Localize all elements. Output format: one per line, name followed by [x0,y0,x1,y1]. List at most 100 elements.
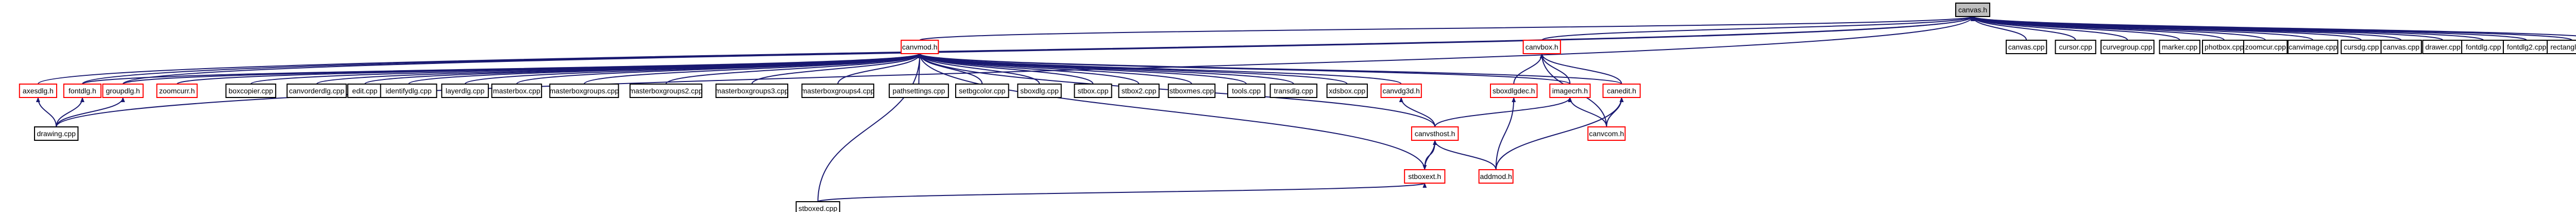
node-canvas-h[interactable]: canvas.h [1955,3,1991,17]
node-box [888,84,949,98]
node-masterboxgroups4-cpp[interactable]: masterboxgroups4.cpp [801,84,875,98]
node-canvcom-h[interactable]: canvcom.h [1587,126,1626,141]
node-masterboxgroups2-cpp[interactable]: masterboxgroups2.cpp [629,84,703,98]
node-label: imagecrh.h [1552,87,1588,95]
node-canvas2-cpp[interactable]: canvas.cpp [2380,40,2422,54]
edge-canvmod_h-canedit_h [918,53,1622,85]
node-fontdlg-cpp[interactable]: fontdlg.cpp [2461,40,2506,54]
edge-canedit_h-canvcom_h [1606,97,1624,127]
node-edit-cpp[interactable]: edit.cpp [347,84,383,98]
node-drawing-cpp[interactable]: drawing.cpp [34,126,79,141]
node-canvbox2-h[interactable]: canvbox.h [1522,40,1561,54]
node-sboxdlg-cpp[interactable]: sboxdlg.cpp [1017,84,1062,98]
edge-canvmod_h-masterboxgroups4_cpp [837,53,922,85]
node-box [102,84,144,98]
node-box [1587,126,1626,141]
node-canvmod-h[interactable]: canvmod.h [901,40,939,54]
node-canvas-cpp[interactable]: canvas.cpp [2006,40,2047,54]
node-box [1380,84,1422,98]
node-transdlg-cpp[interactable]: transdlg.cpp [1269,84,1318,98]
node-label: photbox.cpp [2205,43,2244,51]
node-curvegroup-cpp[interactable]: curvegroup.cpp [2100,40,2155,54]
node-label: zoomcurr.h [159,87,195,95]
node-label: fontdlg.cpp [2466,43,2501,51]
node-box [2287,40,2338,54]
node-label: cursdg.cpp [2344,43,2379,51]
node-box [629,84,703,98]
edges-layer [36,16,2576,202]
node-rectangle-cpp[interactable]: rectangle.cpp [2547,40,2576,54]
node-pathsettings-cpp[interactable]: pathsettings.cpp [888,84,949,98]
node-zoomcurr-h[interactable]: zoomcurr.h [156,84,198,98]
node-label: canedit.h [1607,87,1636,95]
node-stboxed-cpp[interactable]: stboxed.cpp [795,201,840,212]
node-label: canvorderdlg.cpp [289,87,345,95]
node-box [1955,3,1991,17]
node-photbox-cpp[interactable]: photbox.cpp [2202,40,2247,54]
node-marker-cpp[interactable]: marker.cpp [2159,40,2200,54]
node-canvimage-cpp[interactable]: canvimage.cpp [2287,40,2338,54]
node-imagecrh-h[interactable]: imagecrh.h [1549,84,1591,98]
edge-imagecrh_h-canvcom_h [1568,97,1607,127]
node-setbgcolor-cpp[interactable]: setbgcolor.cpp [955,84,1009,98]
node-canedit-h[interactable]: canedit.h [1602,84,1641,98]
node-box [1017,84,1062,98]
node-addmod-h[interactable]: addmod.h [1478,169,1514,184]
node-label: edit.cpp [352,87,378,95]
node-masterbox-cpp[interactable]: masterbox.cpp [491,84,543,98]
edge-canvdg3d_h-canvsthost_h [1399,97,1436,127]
node-label: stbox.cpp [1078,87,1109,95]
node-stbox2-cpp[interactable]: stbox2.cpp [1118,84,1160,98]
node-box [1490,84,1538,98]
node-axesdlg-h[interactable]: axesdlg.h [19,84,57,98]
node-label: masterboxgroups.cpp [550,87,619,95]
edge-canvas_h-canvbox_h [1541,16,1975,41]
edge-imagecrh_h-canvsthost_h [1434,97,1572,127]
node-sboxdlgdec-h[interactable]: sboxdlgdec.h [1490,84,1538,98]
node-canvdg3d-h[interactable]: canvdg3d.h [1380,84,1422,98]
node-box [2461,40,2506,54]
node-identifydlg-cpp[interactable]: identifydlg.cpp [380,84,437,98]
node-masterboxgroups3-cpp[interactable]: masterboxgroups3.cpp [715,84,789,98]
node-cursdg-cpp[interactable]: cursdg.cpp [2341,40,2382,54]
node-box [19,84,57,98]
edge-canvmod_h-masterboxgroups2_cpp [665,53,922,85]
node-groupdlg-h[interactable]: groupdlg.h [102,84,144,98]
edge-fontdlg_h-drawing_cpp [56,97,84,127]
node-label: stboxmes.cpp [1170,87,1214,95]
node-cursor-cpp[interactable]: cursor.cpp [2055,40,2096,54]
node-box [1404,169,1446,184]
node-boxcopier-cpp[interactable]: boxcopier.cpp [225,84,277,98]
node-box [380,84,437,98]
node-stboxmes-cpp[interactable]: stboxmes.cpp [1167,84,1216,98]
node-drawer-cpp[interactable]: drawer.cpp [2422,40,2464,54]
node-box [2502,40,2551,54]
node-zoomcur-cpp[interactable]: zoomcur.cpp [2243,40,2288,54]
edge-canvmod_h-masterboxgroups3_cpp [751,53,922,85]
node-label: layerdlg.cpp [446,87,485,95]
node-box [549,84,619,98]
node-box [491,84,543,98]
node-box [2380,40,2422,54]
node-label: masterboxgroups4.cpp [801,87,875,95]
node-box [347,84,383,98]
node-layerdlg-cpp[interactable]: layerdlg.cpp [441,84,489,98]
node-fontdlg2-cpp[interactable]: fontdlg2.cpp [2502,40,2551,54]
node-canvorderdlg-cpp[interactable]: canvorderdlg.cpp [286,84,347,98]
node-stbox-cpp[interactable]: stbox.cpp [1074,84,1112,98]
node-canvsthost-h[interactable]: canvsthost.h [1411,126,1459,141]
node-box [1118,84,1160,98]
edge-canvmod_h-stbox_cpp [918,53,1094,85]
node-xdsbox-cpp[interactable]: xdsbox.cpp [1326,84,1368,98]
edge-canvbox_h-canedit_h [1539,53,1622,85]
node-tools-cpp[interactable]: tools.cpp [1227,84,1266,98]
node-box [2547,40,2576,54]
node-fontdlg-h[interactable]: fontdlg.h [63,84,101,98]
node-label: rectangle.cpp [2550,43,2576,51]
node-stboxext-h[interactable]: stboxext.h [1404,169,1446,184]
node-label: stbox2.cpp [1122,87,1157,95]
node-label: axesdlg.h [23,87,54,95]
node-box [2159,40,2200,54]
node-masterboxgroups-cpp[interactable]: masterboxgroups.cpp [549,84,619,98]
node-box [1522,40,1561,54]
